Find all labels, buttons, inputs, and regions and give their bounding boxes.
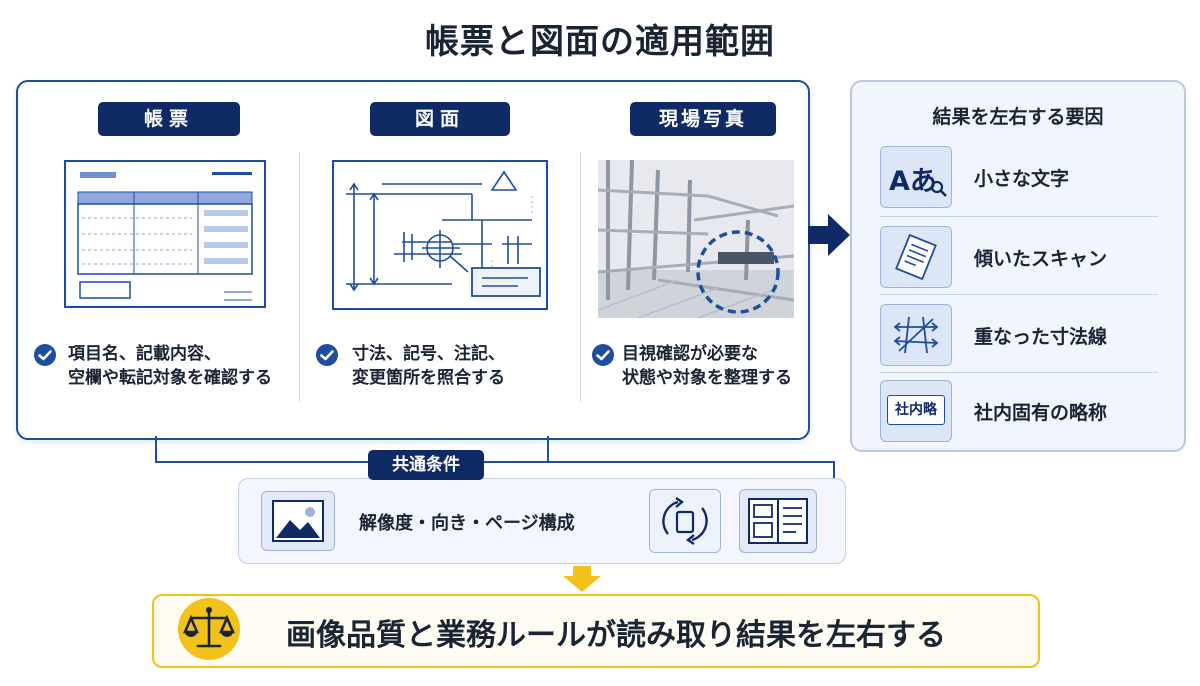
page-layout-icon <box>739 489 817 553</box>
common-conditions-panel <box>238 478 846 564</box>
form-illustration <box>64 160 266 308</box>
check-icon <box>592 344 614 366</box>
common-conditions-text: 解像度・向き・ページ構成 <box>359 513 575 534</box>
label-form: 帳票 <box>98 102 240 136</box>
conclusion-box <box>152 594 1040 668</box>
check-icon <box>316 344 338 366</box>
factor-overlapping-lines: 重なった寸法線 <box>880 304 1160 366</box>
factors-panel: 結果を左右する要因 Aあ 小さな文字 傾いたスキャン <box>850 80 1186 452</box>
conclusion-text: 画像品質と業務ルールが読み取り結果を左右する <box>286 618 946 653</box>
document-types-panel: 帳票 項目名、記載内容、 空欄や転記対象を確認する 図面 <box>16 80 810 440</box>
arrow-down-icon <box>563 566 601 592</box>
rotate-icon <box>649 489 721 553</box>
factor-separator <box>880 372 1158 373</box>
form-description: 項目名、記載内容、 空欄や転記対象を確認する <box>68 344 272 388</box>
site-photo-illustration <box>598 160 794 318</box>
factors-title: 結果を左右する要因 <box>932 106 1104 128</box>
factor-small-text: Aあ 小さな文字 <box>880 146 1160 208</box>
column-divider <box>299 152 300 402</box>
overlapping-lines-icon <box>880 304 952 366</box>
common-conditions-label: 共通条件 <box>368 450 484 480</box>
small-text-icon: Aあ <box>880 146 952 208</box>
label-site-photo: 現場写真 <box>630 102 776 136</box>
scale-icon <box>178 598 240 660</box>
label-drawing: 図面 <box>370 102 510 136</box>
factor-tilted-scan: 傾いたスキャン <box>880 226 1160 288</box>
drawing-illustration <box>332 160 548 310</box>
factor-separator <box>880 216 1158 217</box>
page-title: 帳票と図面の適用範囲 <box>425 22 775 62</box>
site-photo-description: 目視確認が必要な 状態や対象を整理する <box>622 344 792 388</box>
arrow-right-icon <box>808 214 850 256</box>
image-icon <box>261 491 335 551</box>
tilted-page-icon <box>880 226 952 288</box>
drawing-description: 寸法、記号、注記、 変更箇所を照合する <box>352 344 505 388</box>
common-bracket <box>155 436 835 480</box>
factor-abbreviation: 社内略 社内固有の略称 <box>880 380 1160 442</box>
check-icon <box>34 344 56 366</box>
factor-separator <box>880 294 1158 295</box>
abbreviation-icon: 社内略 <box>880 380 952 442</box>
column-divider <box>580 152 581 402</box>
